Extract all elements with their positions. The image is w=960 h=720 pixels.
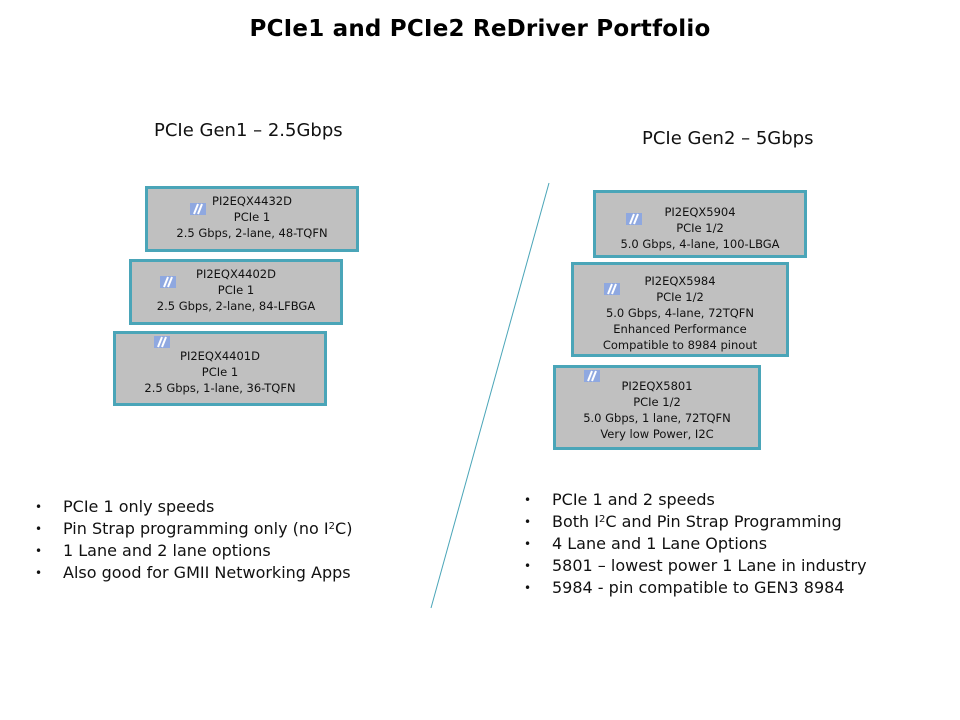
pcie-version: PCIe 1 [217, 283, 255, 297]
pcie-version: PCIe 1/2 [633, 395, 681, 409]
specs: 2.5 Gbps, 1-lane, 36-TQFN [144, 381, 296, 395]
list-item: PCIe 1 and 2 speeds [522, 489, 867, 511]
part-number: PI2EQX5984 [644, 274, 716, 288]
part-number: PI2EQX4402D [196, 267, 276, 281]
product-card-pi2eqx5984[interactable]: PI2EQX5984 PCIe 1/2 5.0 Gbps, 4-lane, 72… [571, 262, 789, 357]
gen2-heading: PCIe Gen2 – 5Gbps [642, 128, 814, 149]
divider-line [430, 182, 550, 609]
product-card-pi2eqx4402d[interactable]: PI2EQX4402D PCIe 1 2.5 Gbps, 2-lane, 84-… [129, 259, 343, 325]
product-card-pi2eqx4401d[interactable]: PI2EQX4401D PCIe 1 2.5 Gbps, 1-lane, 36-… [113, 331, 327, 406]
specs: 2.5 Gbps, 2-lane, 84-LFBGA [156, 299, 316, 313]
specs: 5.0 Gbps, 4-lane, 72TQFN [605, 306, 755, 320]
product-card-pi2eqx5904[interactable]: PI2EQX5904 PCIe 1/2 5.0 Gbps, 4-lane, 10… [593, 190, 807, 258]
pericom-logo-icon [626, 213, 642, 225]
product-card-pi2eqx4432d[interactable]: PI2EQX4432D PCIe 1 2.5 Gbps, 2-lane, 48-… [145, 186, 359, 252]
pcie-version: PCIe 1/2 [676, 221, 724, 235]
part-number: PI2EQX4432D [212, 194, 292, 208]
part-number: PI2EQX5801 [621, 379, 693, 393]
list-item: 5984 - pin compatible to GEN3 8984 [522, 577, 867, 599]
list-item: 1 Lane and 2 lane options [33, 540, 352, 562]
specs: 2.5 Gbps, 2-lane, 48-TQFN [176, 226, 328, 240]
part-number: PI2EQX4401D [180, 349, 260, 363]
feature-note: Very low Power, I2C [600, 427, 714, 441]
specs: 5.0 Gbps, 4-lane, 100-LBGA [620, 237, 780, 251]
slide-title: PCIe1 and PCIe2 ReDriver Portfolio [249, 16, 711, 42]
product-card-pi2eqx5801[interactable]: PI2EQX5801 PCIe 1/2 5.0 Gbps, 1 lane, 72… [553, 365, 761, 450]
pericom-logo-icon [604, 283, 620, 295]
specs: 5.0 Gbps, 1 lane, 72TQFN [583, 411, 731, 425]
list-item: Pin Strap programming only (no I2C) [33, 518, 352, 540]
gen2-feature-list: PCIe 1 and 2 speeds Both I2C and Pin Str… [522, 489, 867, 599]
pericom-logo-icon [584, 370, 600, 382]
compatibility-note: Compatible to 8984 pinout [602, 338, 758, 352]
pericom-logo-icon [160, 276, 176, 288]
pericom-logo-icon [190, 203, 206, 215]
list-item: 4 Lane and 1 Lane Options [522, 533, 867, 555]
feature-note: Enhanced Performance [613, 322, 747, 336]
list-item: Both I2C and Pin Strap Programming [522, 511, 867, 533]
list-item: Also good for GMII Networking Apps [33, 562, 352, 584]
part-number: PI2EQX5904 [664, 205, 736, 219]
gen1-feature-list: PCIe 1 only speeds Pin Strap programming… [33, 496, 352, 584]
list-item: PCIe 1 only speeds [33, 496, 352, 518]
pcie-version: PCIe 1 [201, 365, 239, 379]
pericom-logo-icon [154, 336, 170, 348]
gen1-heading: PCIe Gen1 – 2.5Gbps [154, 120, 343, 141]
list-item: 5801 – lowest power 1 Lane in industry [522, 555, 867, 577]
pcie-version: PCIe 1/2 [656, 290, 704, 304]
pcie-version: PCIe 1 [233, 210, 271, 224]
